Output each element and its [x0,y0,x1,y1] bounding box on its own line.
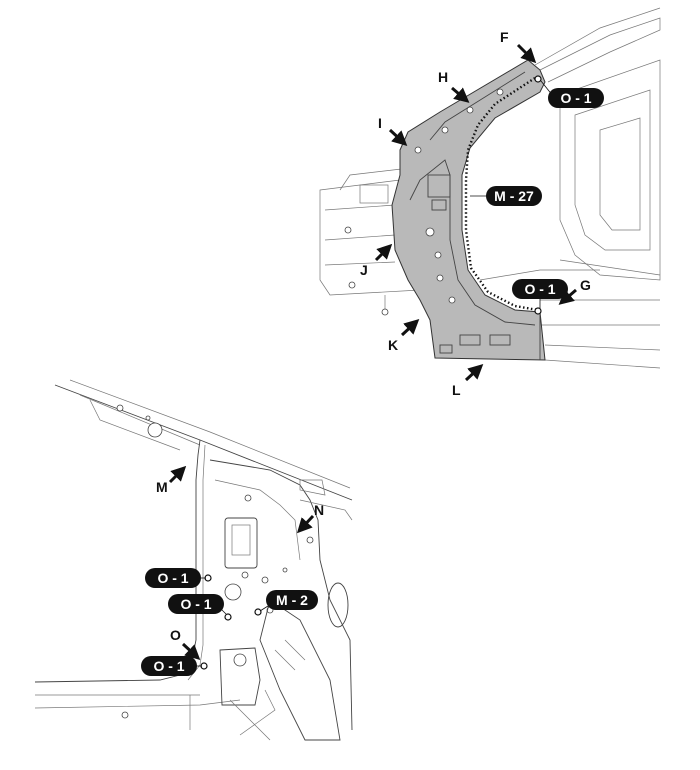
svg-text:O - 1: O - 1 [153,658,184,674]
label-m: M [156,479,168,495]
label-l: L [452,382,461,398]
label-o: O [170,627,181,643]
label-h: H [438,69,448,85]
label-k: K [388,337,398,353]
tag-m2: M - 2 [266,590,318,610]
tag-o1-a: O - 1 [145,568,201,588]
label-g: G [580,277,591,293]
svg-text:M - 2: M - 2 [276,592,308,608]
bottom-body-side-view: M N O O - 1 O - 1 M - 2 O - 1 [34,379,353,741]
svg-text:O - 1: O - 1 [157,570,188,586]
label-n: N [314,502,324,518]
label-j: J [360,262,368,278]
tag-o1-c: O - 1 [141,656,197,676]
top-body-side-view: F H I J K L G O - 1 M - 27 O - 1 [319,7,661,398]
svg-text:O - 1: O - 1 [560,90,591,106]
weld-seam-m27 [464,76,539,312]
svg-text:O - 1: O - 1 [180,596,211,612]
tag-o1-top: O - 1 [548,88,604,108]
svg-text:M - 27: M - 27 [494,188,534,204]
tag-m27: M - 27 [486,186,542,206]
tag-o1-b: O - 1 [168,594,224,614]
label-f: F [500,29,509,45]
svg-text:O - 1: O - 1 [524,281,555,297]
tag-o1-bottom: O - 1 [512,279,568,299]
label-i: I [378,115,382,131]
a-pillar-panel [391,59,546,361]
